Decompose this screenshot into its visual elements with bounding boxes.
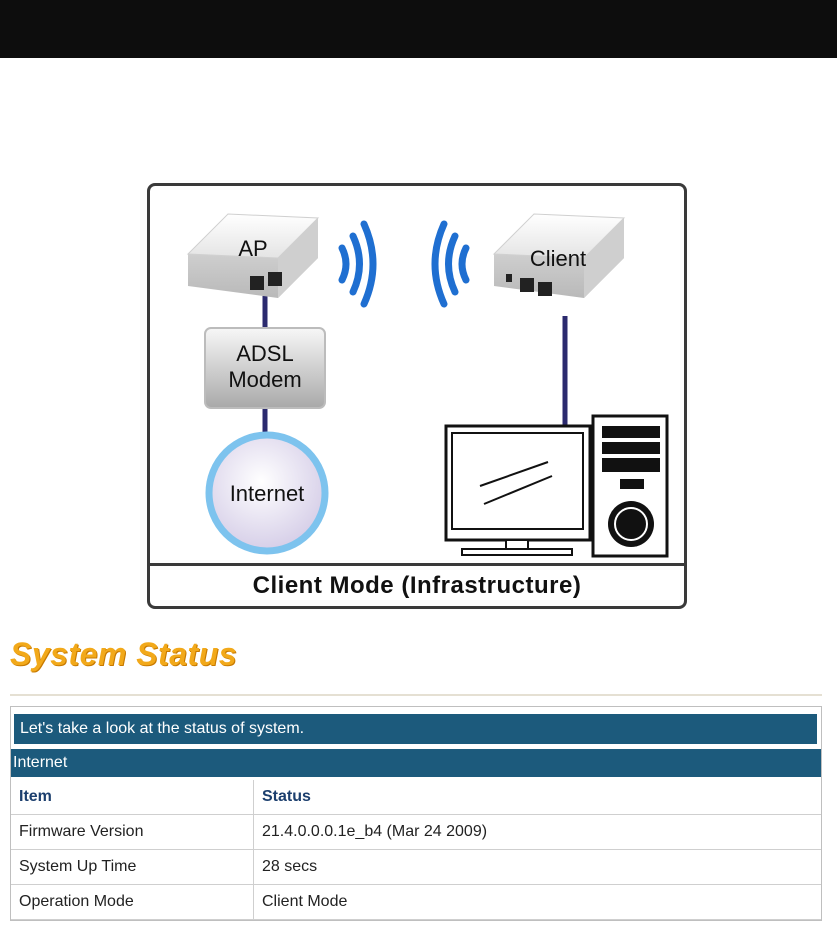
client-wifi-icon <box>435 224 466 304</box>
section-header-internet: Internet <box>11 749 821 777</box>
modem-label-line2: Modem <box>228 367 301 392</box>
column-header-item: Item <box>11 780 254 815</box>
ap-label: AP <box>238 236 267 261</box>
column-header-status: Status <box>254 780 822 815</box>
row-status-cell: 28 secs <box>254 850 822 885</box>
table-row: Firmware Version 21.4.0.0.0.1e_b4 (Mar 2… <box>11 815 821 850</box>
internet-label: Internet <box>230 481 305 506</box>
intro-banner: Let's take a look at the status of syste… <box>14 714 817 744</box>
table-header-row: Item Status <box>11 780 821 815</box>
status-table: Item Status Firmware Version 21.4.0.0.0.… <box>11 780 821 920</box>
table-row: System Up Time 28 secs <box>11 850 821 885</box>
row-item-cell: Firmware Version <box>11 815 254 850</box>
pc-tower-icon <box>593 416 667 556</box>
table-row: Operation Mode Client Mode <box>11 885 821 920</box>
top-bar <box>0 0 837 58</box>
client-label: Client <box>530 246 586 271</box>
client-mode-diagram: AP Client ADSL Modem <box>147 183 687 609</box>
row-status-cell: 21.4.0.0.0.1e_b4 (Mar 24 2009) <box>254 815 822 850</box>
ap-wifi-icon <box>342 224 373 304</box>
system-status-panel: Let's take a look at the status of syste… <box>10 706 822 921</box>
row-item-cell: System Up Time <box>11 850 254 885</box>
diagram-canvas: AP Client ADSL Modem <box>150 186 684 566</box>
row-item-cell: Operation Mode <box>11 885 254 920</box>
diagram-caption: Client Mode (Infrastructure) <box>150 563 684 606</box>
page-title: System Status <box>10 636 237 673</box>
title-divider <box>10 694 822 696</box>
pc-monitor-icon <box>446 426 590 555</box>
modem-label-line1: ADSL <box>236 341 293 366</box>
row-status-cell: Client Mode <box>254 885 822 920</box>
